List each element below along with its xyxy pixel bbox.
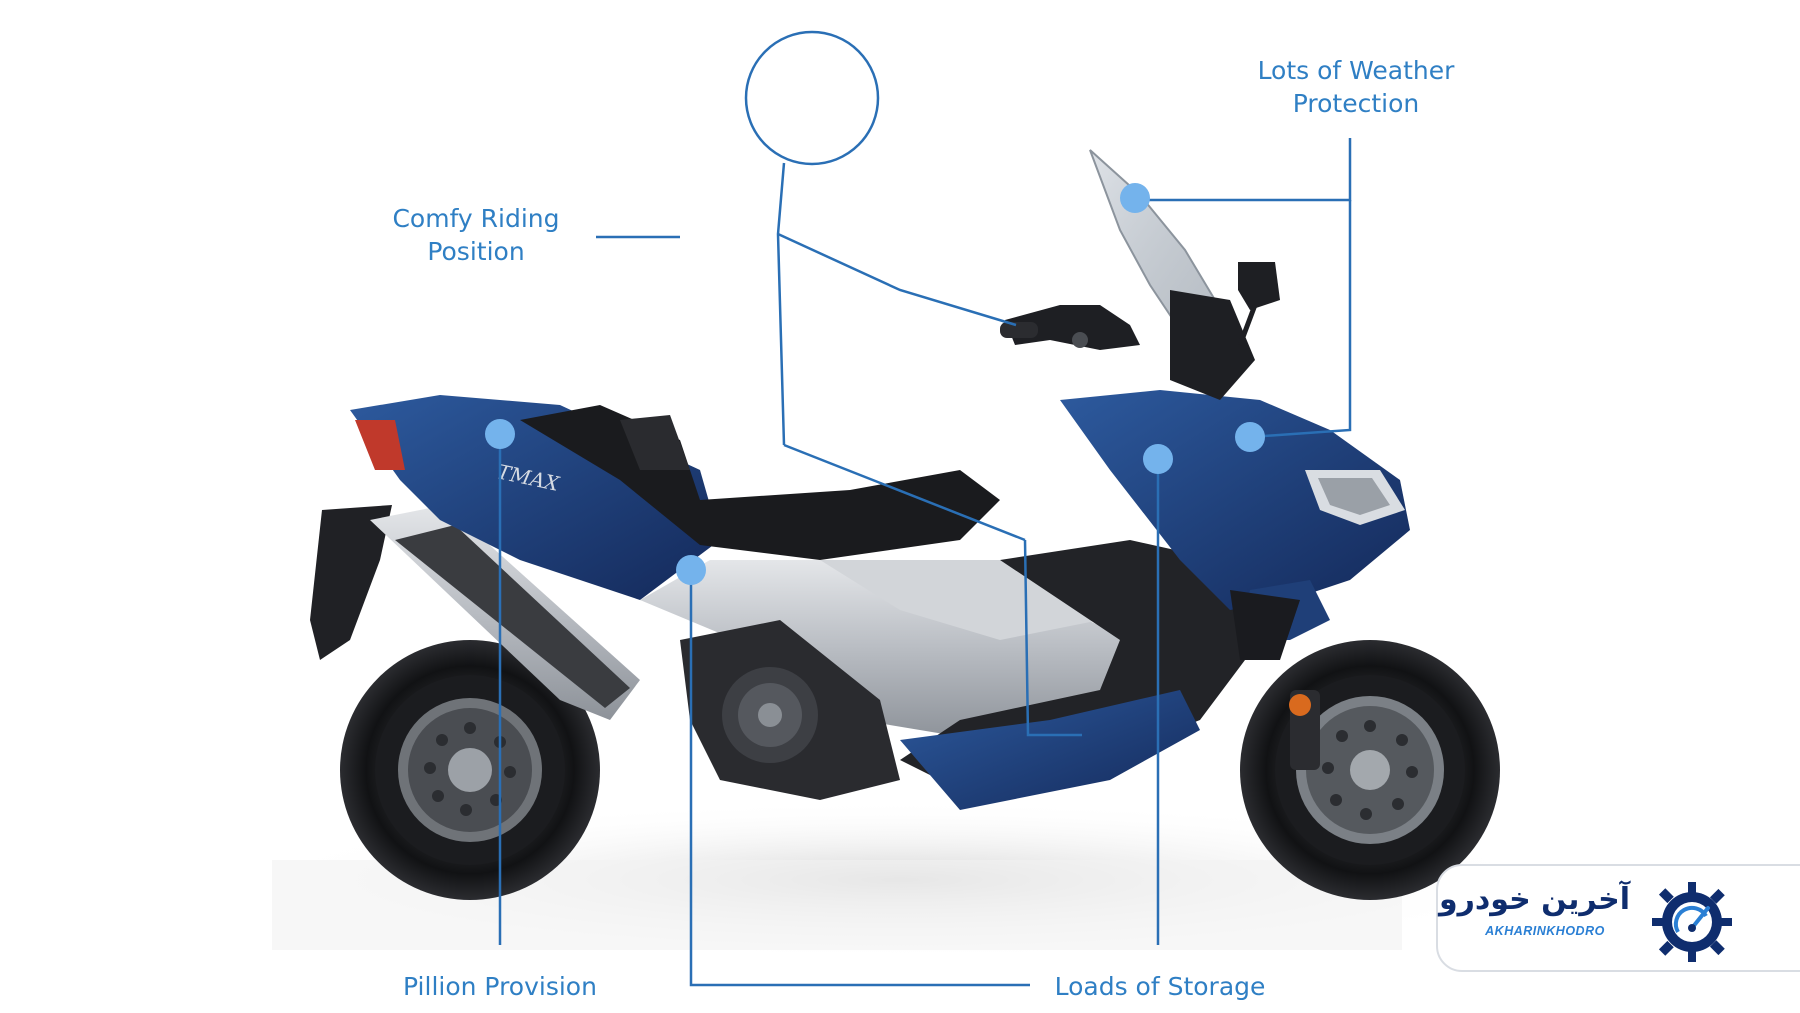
watermark-logo: آخرین خودرو AKHARINKHODRO: [1436, 864, 1800, 972]
watermark-persian-text: آخرین خودرو: [1438, 882, 1630, 917]
callout-lines: [498, 30, 1352, 987]
callout-comfy-riding: Comfy Riding Position: [376, 202, 576, 268]
front-body: [1060, 390, 1410, 660]
rider-leg: [1023, 539, 1082, 737]
dot-storage: [1143, 444, 1173, 474]
dot-side-storage: [676, 555, 706, 585]
weather-leader: [1135, 138, 1352, 202]
exhaust: [370, 505, 640, 720]
callout-comfy-line-2: Position: [427, 237, 525, 266]
callout-dots: [485, 183, 1265, 585]
watermark-latin-text: AKHARINKHODRO: [1485, 924, 1605, 938]
dot-windscreen: [1120, 183, 1150, 213]
callout-weather-line-1: Lots of Weather: [1257, 56, 1455, 85]
rear-hugger: [310, 505, 392, 660]
rider-back: [776, 162, 786, 446]
callout-storage-line-1: Loads of Storage: [1054, 972, 1266, 1001]
callout-pillion-line-1: Pillion Provision: [403, 972, 597, 1001]
callout-weather-protection: Lots of Weather Protection: [1236, 54, 1476, 120]
underbody: [900, 540, 1260, 810]
weather-leader-lower: [1249, 200, 1352, 439]
callout-weather-line-2: Protection: [1292, 89, 1420, 118]
callout-loads-of-storage: Loads of Storage: [1030, 970, 1290, 1003]
engine-cover: [680, 620, 900, 800]
gear-speedometer-icon: [1652, 882, 1732, 962]
front-wheel: [1240, 640, 1500, 900]
dot-pillion: [485, 419, 515, 449]
callout-pillion-provision: Pillion Provision: [370, 970, 630, 1003]
windscreen: [1089, 149, 1255, 400]
rider-arm: [777, 232, 1017, 327]
callout-comfy-line-1: Comfy Riding: [392, 204, 560, 233]
rider-head: [744, 30, 880, 166]
handlebar: [1000, 305, 1140, 350]
mirror: [1237, 262, 1280, 346]
storage-leader: [689, 570, 1030, 987]
rider-thigh: [783, 443, 1026, 542]
seat: [520, 405, 1000, 560]
dot-front-fairing: [1235, 422, 1265, 452]
